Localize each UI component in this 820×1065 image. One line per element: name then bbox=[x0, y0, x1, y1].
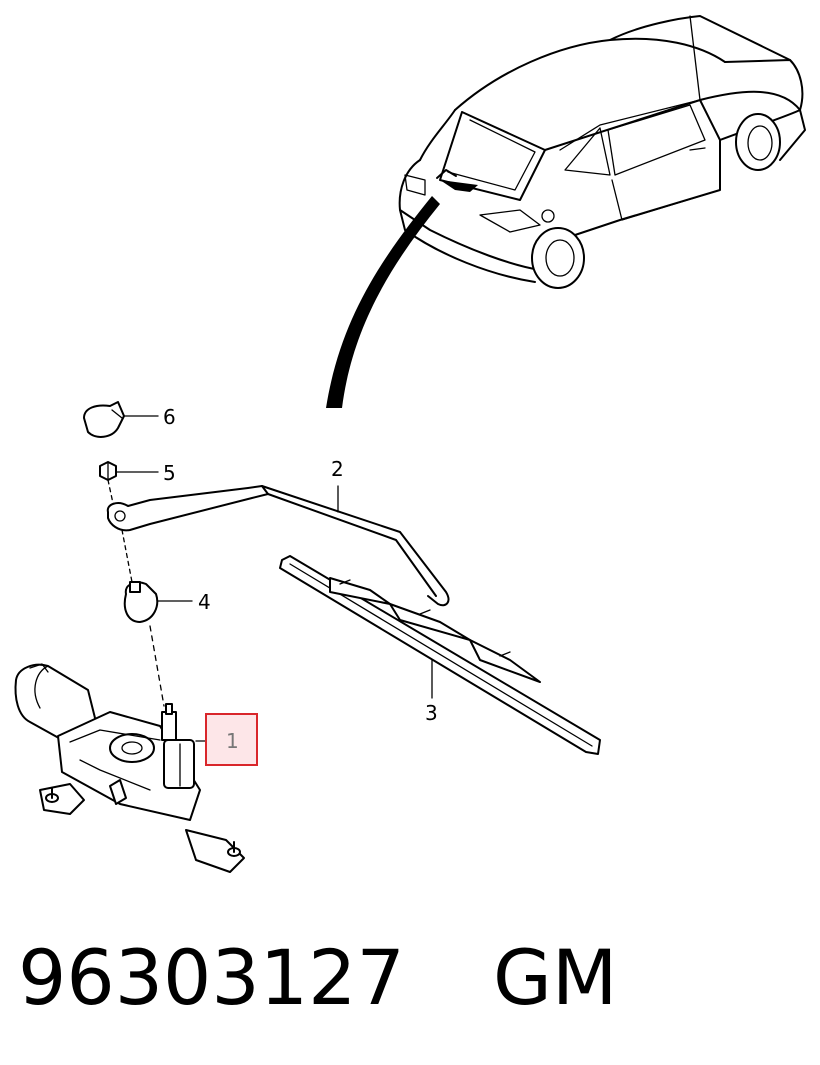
part-number: 96303127 bbox=[18, 933, 405, 1022]
location-leader-curve bbox=[326, 196, 440, 408]
part-6-cap bbox=[83, 401, 159, 438]
part-4-boot bbox=[123, 581, 193, 707]
callout-3: 3 bbox=[425, 701, 438, 725]
callout-1: 1 bbox=[226, 729, 239, 753]
parts-diagram: 6 5 2 4 3 1 bbox=[14, 15, 806, 873]
part-2-wiper-arm bbox=[106, 485, 450, 607]
callout-2: 2 bbox=[331, 457, 344, 481]
footer-caption: 96303127 GM bbox=[18, 928, 617, 1028]
hatchback-car-drawing bbox=[398, 15, 806, 289]
callout-5: 5 bbox=[163, 461, 176, 485]
manufacturer-name: GM bbox=[493, 933, 618, 1022]
part-3-wiper-blade bbox=[279, 555, 601, 755]
callout-4: 4 bbox=[198, 590, 211, 614]
callout-1-highlight-box bbox=[205, 713, 258, 766]
callout-6: 6 bbox=[163, 405, 176, 429]
part-1-wiper-motor bbox=[14, 663, 245, 873]
